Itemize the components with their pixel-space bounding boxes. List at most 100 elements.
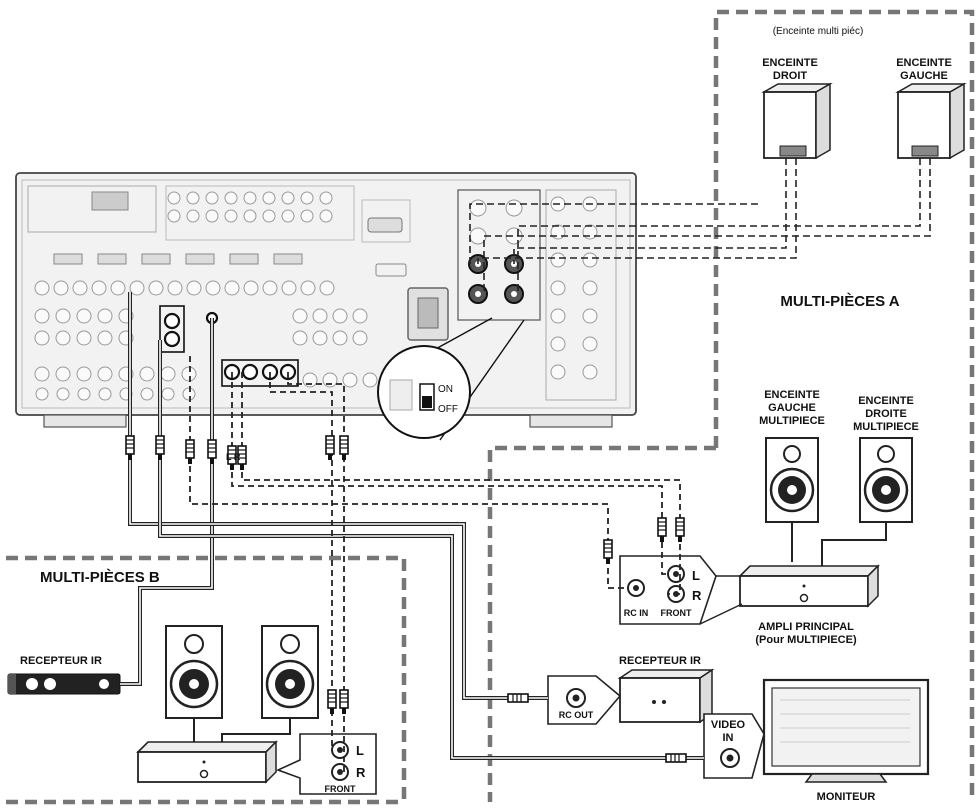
receiver-jack [262, 191, 276, 205]
zone-a-speaker-wires [469, 158, 931, 294]
rca-plug [675, 517, 685, 542]
receiver-jack [76, 308, 92, 324]
zone-a-speaker-right [761, 82, 833, 160]
ir-receiver-b-label: RECEPTEUR IR [20, 655, 102, 667]
main-amplifier [738, 564, 880, 608]
rca-plug [237, 445, 247, 470]
rca-plug [155, 435, 165, 460]
video-in-label-2: IN [723, 732, 734, 744]
amp-front-label: FRONT [661, 608, 692, 618]
receiver-jack [167, 209, 181, 223]
receiver-jack [550, 364, 566, 380]
receiver-lr-label: L R [226, 452, 241, 462]
amp-r-label: R [692, 588, 702, 603]
receiver-jack [243, 209, 257, 223]
multiroom-speaker-left [765, 437, 819, 523]
zone-a-right-speaker-label-2: DROIT [773, 70, 808, 82]
amp-label-1: AMPLI PRINCIPAL [758, 621, 854, 633]
rca-plug [339, 435, 349, 460]
amp-label-2: (Pour MULTIPIECE) [755, 634, 857, 646]
zone-b-l-label: L [356, 743, 364, 758]
switch-callout: ON OFF [377, 317, 525, 441]
receiver-jack [300, 191, 314, 205]
receiver-jack [34, 330, 50, 346]
rca-plug [325, 435, 335, 460]
rc-in-label: RC IN [624, 608, 649, 618]
rca-plug [327, 689, 337, 714]
receiver-jack [53, 280, 69, 296]
receiver-jack [332, 330, 348, 346]
rca-plug [185, 439, 195, 464]
receiver-jack [281, 209, 295, 223]
receiver-jack [167, 280, 183, 296]
receiver-jack [262, 209, 276, 223]
receiver-jack [582, 308, 598, 324]
cable-video-in [158, 340, 704, 760]
receiver-jack [140, 387, 154, 401]
receiver-jack [76, 366, 92, 382]
receiver-jack [312, 308, 328, 324]
amp-l-label: L [692, 568, 700, 583]
receiver-jack [91, 280, 107, 296]
zone-a-note: (Enceinte multi piéc) [773, 26, 864, 37]
zone-b-speaker-wires [193, 718, 291, 744]
receiver-jack [148, 280, 164, 296]
receiver-jack [181, 366, 197, 382]
cable-rc-in [189, 356, 628, 589]
multiroom-speaker-wires [791, 522, 887, 566]
receiver-jack [332, 308, 348, 324]
rca-plugs [125, 435, 687, 763]
receiver-jack [55, 366, 71, 382]
zone-b-boundary [6, 555, 407, 805]
receiver-jack [319, 191, 333, 205]
video-in-label-1: VIDEO [711, 719, 746, 731]
monitor-label: MONITEUR [817, 791, 876, 803]
monitor [762, 678, 930, 783]
multiroom-right-label-1: ENCEINTE [858, 395, 914, 407]
receiver-jack [550, 308, 566, 324]
receiver-jack [55, 308, 71, 324]
receiver-jack [312, 330, 328, 346]
receiver-jack [224, 191, 238, 205]
receiver-jack [550, 336, 566, 352]
rc-out-panel [547, 675, 622, 725]
zone-a-left-speaker-label-2: GAUCHE [900, 70, 948, 82]
receiver-jack [582, 280, 598, 296]
receiver-jack [34, 280, 50, 296]
zone-a-left-speaker-label-1: ENCEINTE [896, 57, 952, 69]
receiver-jack [129, 280, 145, 296]
receiver-jack [55, 330, 71, 346]
receiver-jack [352, 308, 368, 324]
receiver-jack [224, 209, 238, 223]
receiver-jack [205, 280, 221, 296]
receiver-jack [292, 308, 308, 324]
cable-ir-receiver-b [120, 318, 214, 686]
switch-off-label: OFF [438, 404, 458, 415]
receiver-jack [550, 224, 566, 240]
receiver-jack [319, 209, 333, 223]
receiver-jack [292, 330, 308, 346]
cable-multiroom-audio-b [269, 372, 345, 772]
receiver-jack [97, 366, 113, 382]
ir-receiver-a [617, 668, 715, 724]
receiver-jack [72, 280, 88, 296]
receiver-jack [161, 387, 175, 401]
receiver-jack [342, 372, 358, 388]
rca-plug [657, 517, 667, 542]
rca-plug-horizontal [507, 693, 529, 703]
receiver-jack [186, 191, 200, 205]
multiroom-speaker-right [859, 437, 913, 523]
receiver-jack [186, 209, 200, 223]
video-in-panel [703, 713, 765, 779]
zone-a-right-speaker-label-1: ENCEINTE [762, 57, 818, 69]
rc-out-label: RC OUT [559, 710, 594, 720]
receiver-jack [300, 209, 314, 223]
receiver-jack [243, 191, 257, 205]
receiver-jack [97, 308, 113, 324]
receiver-jack [167, 191, 181, 205]
zone-b-r-label: R [356, 765, 366, 780]
receiver-jack [224, 280, 240, 296]
zone-a-speaker-left [895, 82, 967, 160]
